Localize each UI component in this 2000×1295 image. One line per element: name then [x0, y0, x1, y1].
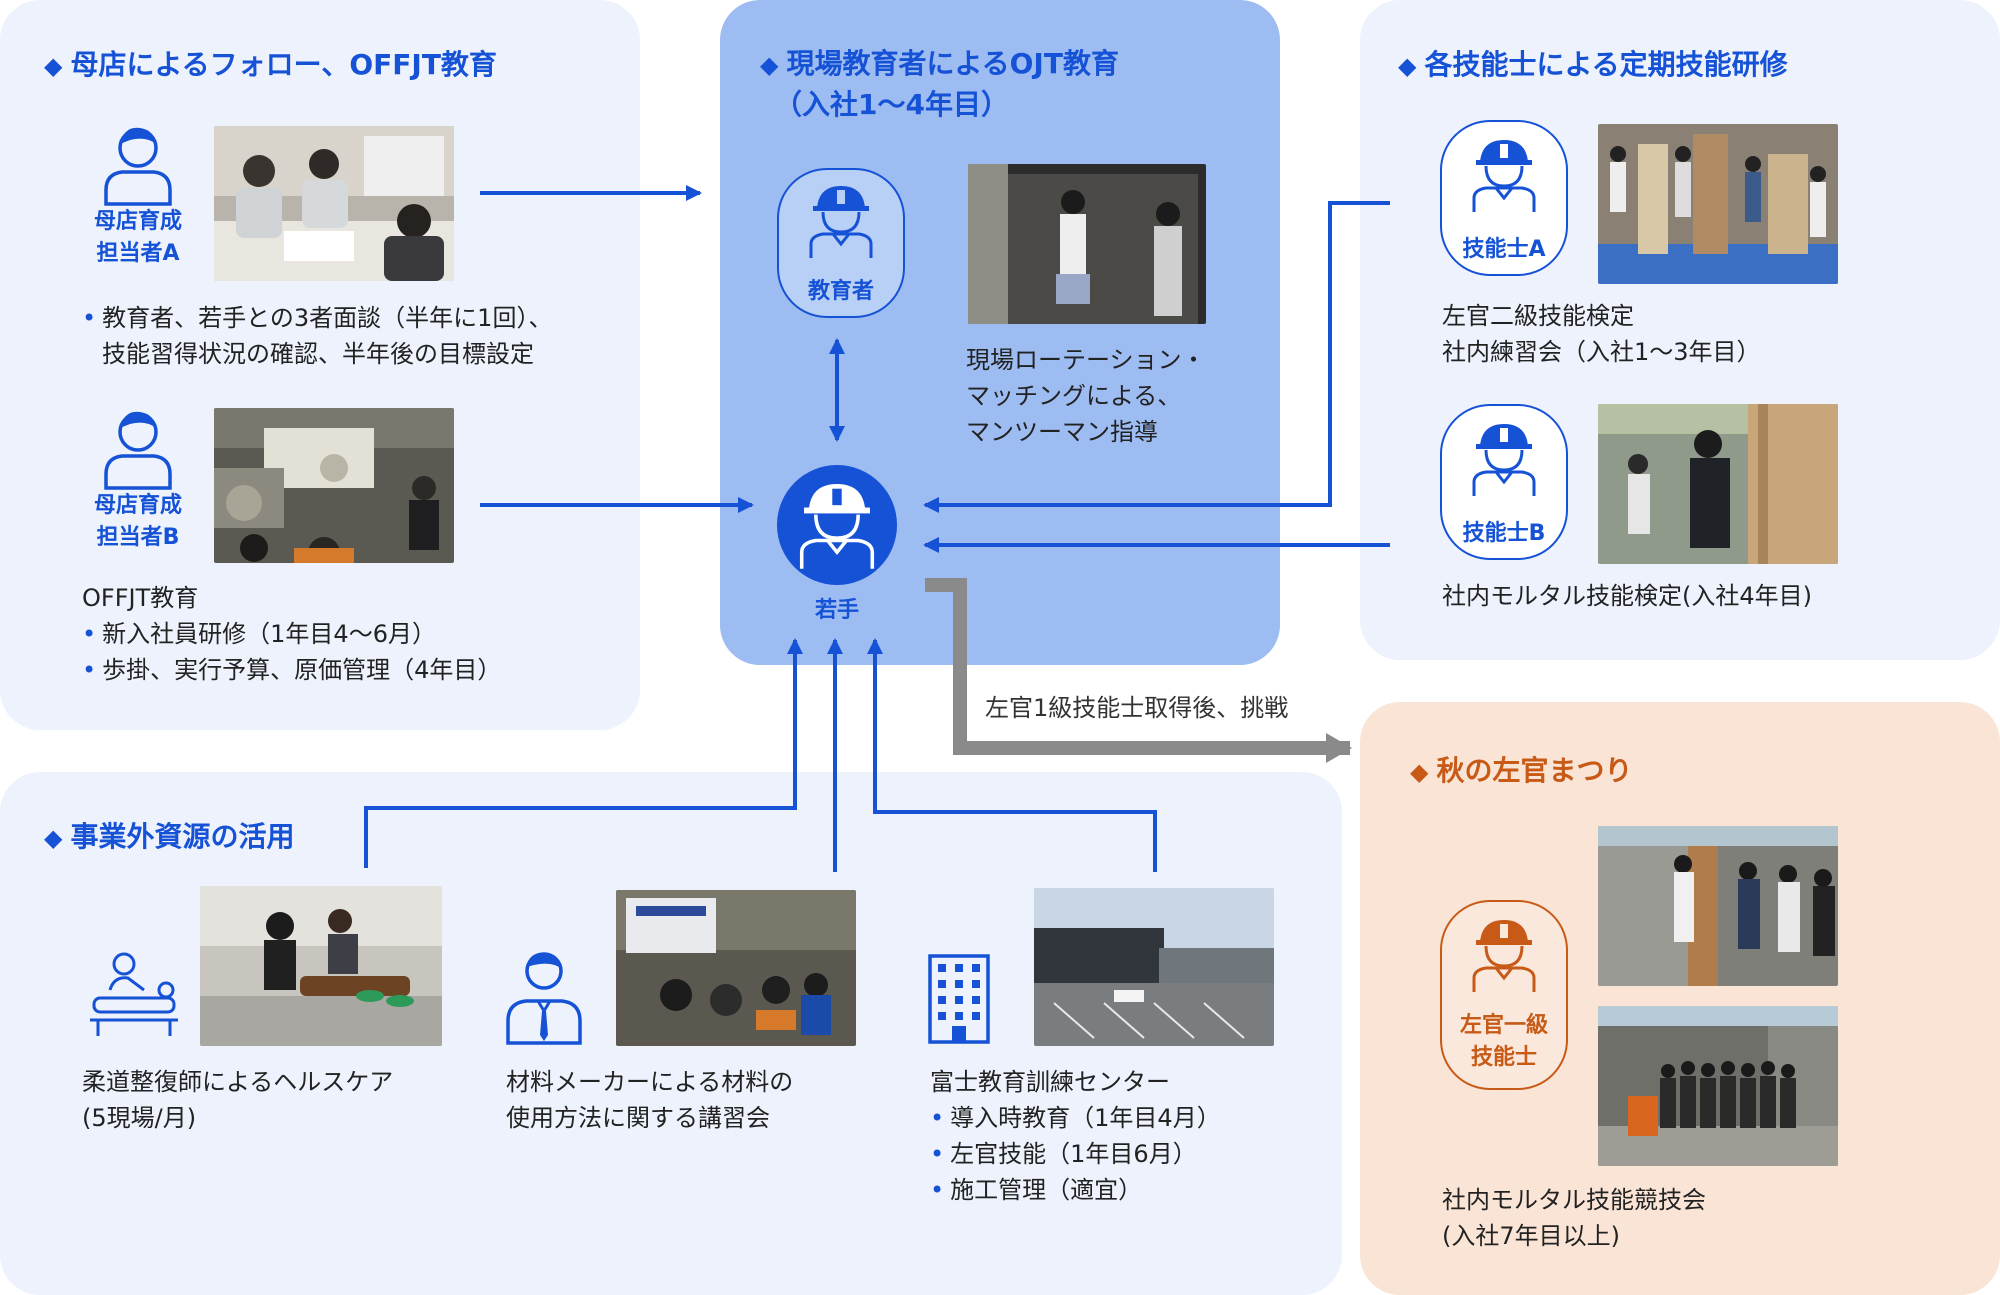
person-a-notes: •教育者、若手との3者面談（半年に1回）、 技能習得状況の確認、半年後の目標設定	[82, 300, 552, 372]
autumn-note-1: 社内モルタル技能競技会	[1442, 1186, 1706, 1214]
diamond-icon: ◆	[1398, 52, 1417, 80]
training-center-section: 富士教育訓練センター •導入時教育（1年目4月） •左官技能（1年目6月） •施…	[930, 1064, 1221, 1208]
training-center-heading: 富士教育訓練センター	[930, 1068, 1170, 1096]
skill-b-label: 技能士B	[1462, 521, 1546, 546]
skill-b-capsule: 技能士B	[1440, 404, 1568, 560]
youth-label: 若手	[814, 598, 859, 623]
skill-a-note-1: 左官二級技能検定	[1442, 302, 1634, 330]
photo-festival-plastering	[1598, 826, 1838, 986]
helmet-worker-icon	[1472, 140, 1536, 212]
offjt-item-2: 歩掛、実行予算、原価管理（4年目）	[102, 656, 502, 684]
person-b-label-2: 担当者B	[96, 525, 180, 550]
training-center-item-1: 導入時教育（1年目4月）	[950, 1104, 1221, 1132]
ojt-note-1: 現場ローテーション・	[966, 346, 1206, 374]
ojt-notes: 現場ローテーション・ マッチングによる、 マンツーマン指導	[966, 342, 1206, 450]
photo-meeting	[214, 126, 454, 281]
photo-training-center	[1034, 888, 1274, 1046]
offjt-heading: OFFJT教育	[82, 584, 199, 612]
training-center-item-2: 左官技能（1年目6月）	[950, 1140, 1197, 1168]
challenge-arrow-label: 左官1級技能士取得後、挑戦	[985, 694, 1289, 722]
diamond-icon: ◆	[760, 51, 779, 79]
bottom-panel-title: ◆事業外資源の活用	[44, 816, 294, 859]
skill-a-capsule: 技能士A	[1440, 120, 1568, 276]
educator-capsule: 教育者	[777, 168, 905, 318]
person-a-label-2: 担当者A	[96, 241, 180, 266]
bullet: •	[930, 1176, 945, 1204]
training-center-item-3: 施工管理（適宜）	[950, 1176, 1143, 1204]
diamond-icon: ◆	[44, 824, 63, 852]
offjt-section: OFFJT教育 •新入社員研修（1年目4～6月） •歩掛、実行予算、原価管理（4…	[82, 580, 501, 688]
healthcare-note-2: (5現場/月)	[82, 1104, 197, 1132]
youth-circle	[777, 465, 897, 585]
bottom-title-text: 事業外資源の活用	[70, 820, 295, 853]
photo-offjt-lecture	[214, 408, 454, 563]
center-title-line-1: 現場教育者によるOJT教育	[786, 47, 1119, 80]
helmet-worker-icon	[1472, 424, 1536, 496]
person-a-note-1: 教育者、若手との3者面談（半年に1回）、	[102, 304, 553, 332]
center-panel-title: ◆現場教育者によるOJT教育 （入社1～4年目）	[760, 44, 1119, 125]
ojt-note-3: マンツーマン指導	[966, 418, 1158, 446]
autumn-title-text: 秋の左官まつり	[1436, 754, 1633, 787]
photo-ojt-site	[968, 164, 1206, 324]
massage-icon	[90, 952, 178, 1036]
bullet: •	[82, 620, 97, 648]
healthcare-note-1: 柔道整復師によるヘルスケア	[82, 1068, 394, 1096]
healthcare-notes: 柔道整復師によるヘルスケア (5現場/月)	[82, 1064, 393, 1136]
master-label-2: 技能士	[1470, 1045, 1537, 1070]
autumn-note-2: (入社7年目以上)	[1442, 1222, 1620, 1250]
autumn-panel-title: ◆秋の左官まつり	[1410, 750, 1632, 793]
photo-material-seminar	[616, 890, 856, 1046]
maker-note-2: 使用方法に関する講習会	[506, 1104, 770, 1132]
helmet-worker-icon	[809, 186, 873, 258]
right-panel-title: ◆各技能士による定期技能研修	[1398, 44, 1788, 87]
helmet-worker-icon	[1472, 920, 1536, 992]
person-icon	[104, 411, 172, 490]
skill-b-note-1: 社内モルタル技能検定(入社4年目)	[1442, 582, 1812, 610]
right-panel-title-text: 各技能士による定期技能研修	[1424, 48, 1788, 81]
skill-a-label: 技能士A	[1462, 237, 1546, 262]
photo-healthcare	[200, 886, 442, 1046]
ojt-note-2: マッチングによる、	[966, 382, 1182, 410]
autumn-notes: 社内モルタル技能競技会 (入社7年目以上)	[1442, 1182, 1706, 1254]
person-a: 母店育成担当者A	[88, 118, 188, 270]
building-icon	[928, 954, 990, 1044]
bullet: •	[930, 1140, 945, 1168]
educator-label: 教育者	[807, 279, 874, 304]
left-panel-title-text: 母店によるフォロー、OFFJT教育	[70, 48, 497, 81]
businessman-icon	[506, 952, 582, 1045]
offjt-item-1: 新入社員研修（1年目4～6月）	[102, 620, 436, 648]
skill-a-note-2: 社内練習会（入社1～3年目）	[1442, 338, 1761, 366]
master-label-1: 左官一級	[1459, 1013, 1548, 1038]
maker-note-1: 材料メーカーによる材料の	[506, 1068, 794, 1096]
helmet-worker-icon	[799, 484, 875, 569]
person-b: 母店育成担当者B	[88, 402, 188, 554]
person-a-note-2: 技能習得状況の確認、半年後の目標設定	[102, 340, 534, 368]
bullet: •	[82, 304, 97, 332]
photo-skill-practice	[1598, 124, 1838, 284]
bullet: •	[82, 656, 97, 684]
photo-mortar-test	[1598, 404, 1838, 564]
person-b-label-1: 母店育成	[93, 493, 182, 518]
photo-festival-group	[1598, 1006, 1838, 1166]
diamond-icon: ◆	[44, 52, 63, 80]
bullet: •	[930, 1104, 945, 1132]
diamond-icon: ◆	[1410, 758, 1429, 786]
person-icon	[104, 127, 172, 206]
master-capsule: 左官一級技能士	[1440, 900, 1568, 1090]
skill-a-notes: 左官二級技能検定 社内練習会（入社1～3年目）	[1442, 298, 1761, 370]
parent-store-follow-panel	[0, 0, 640, 730]
maker-notes: 材料メーカーによる材料の 使用方法に関する講習会	[506, 1064, 793, 1136]
person-a-label-1: 母店育成	[93, 209, 182, 234]
skill-b-notes: 社内モルタル技能検定(入社4年目)	[1442, 578, 1812, 614]
center-title-line-2: （入社1～4年目）	[774, 88, 1009, 121]
left-panel-title: ◆母店によるフォロー、OFFJT教育	[44, 44, 497, 87]
